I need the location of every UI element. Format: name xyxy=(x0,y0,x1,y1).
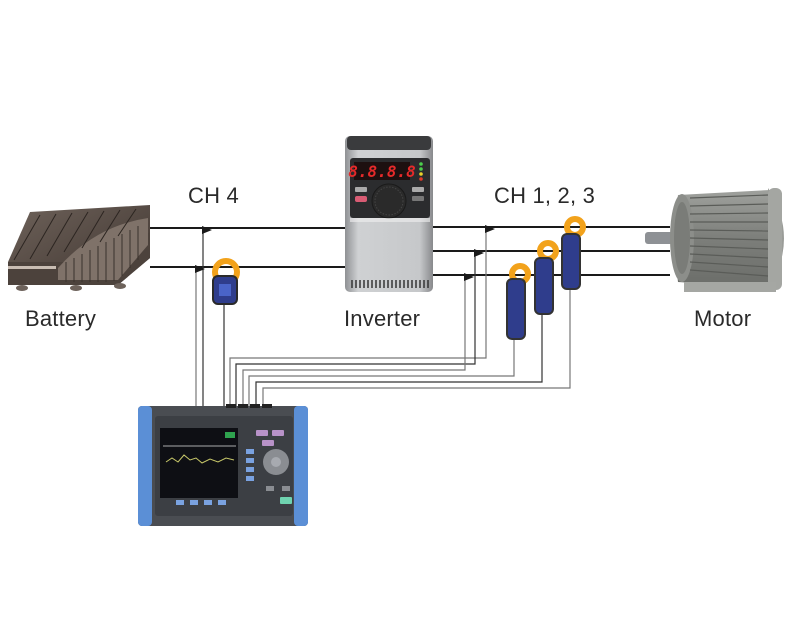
ch3-clamp-sensor xyxy=(506,263,531,340)
inverter-label: Inverter xyxy=(344,306,421,331)
ch2-voltage-lead xyxy=(235,249,484,410)
ch2-clamp-sensor xyxy=(534,240,559,315)
ch4-label: CH 4 xyxy=(188,183,239,208)
battery-icon xyxy=(8,205,150,291)
battery-label: Battery xyxy=(25,306,97,331)
dc-power-lines xyxy=(150,227,345,268)
ch4-clamp-sensor xyxy=(212,258,240,305)
analyzer-screen xyxy=(160,428,238,498)
ch4-voltage-leads xyxy=(195,226,225,410)
inverter-icon: 8.8.8.8 xyxy=(345,136,433,292)
motor-icon xyxy=(645,188,784,292)
ch2-clamp-lead xyxy=(255,315,543,410)
power-analyzer-icon xyxy=(138,404,308,526)
ch1-voltage-lead xyxy=(229,225,495,410)
ch3-voltage-lead xyxy=(242,273,474,410)
inverter-display-value: 8.8.8.8 xyxy=(348,162,415,181)
ch1-clamp-sensor xyxy=(561,216,586,290)
inverter-display xyxy=(354,162,410,180)
ch123-label: CH 1, 2, 3 xyxy=(494,183,596,208)
ch123-voltage-leads xyxy=(229,225,571,410)
ch3-clamp-lead xyxy=(262,290,571,410)
motor-label: Motor xyxy=(694,306,752,331)
ch1-clamp-lead xyxy=(248,340,515,410)
